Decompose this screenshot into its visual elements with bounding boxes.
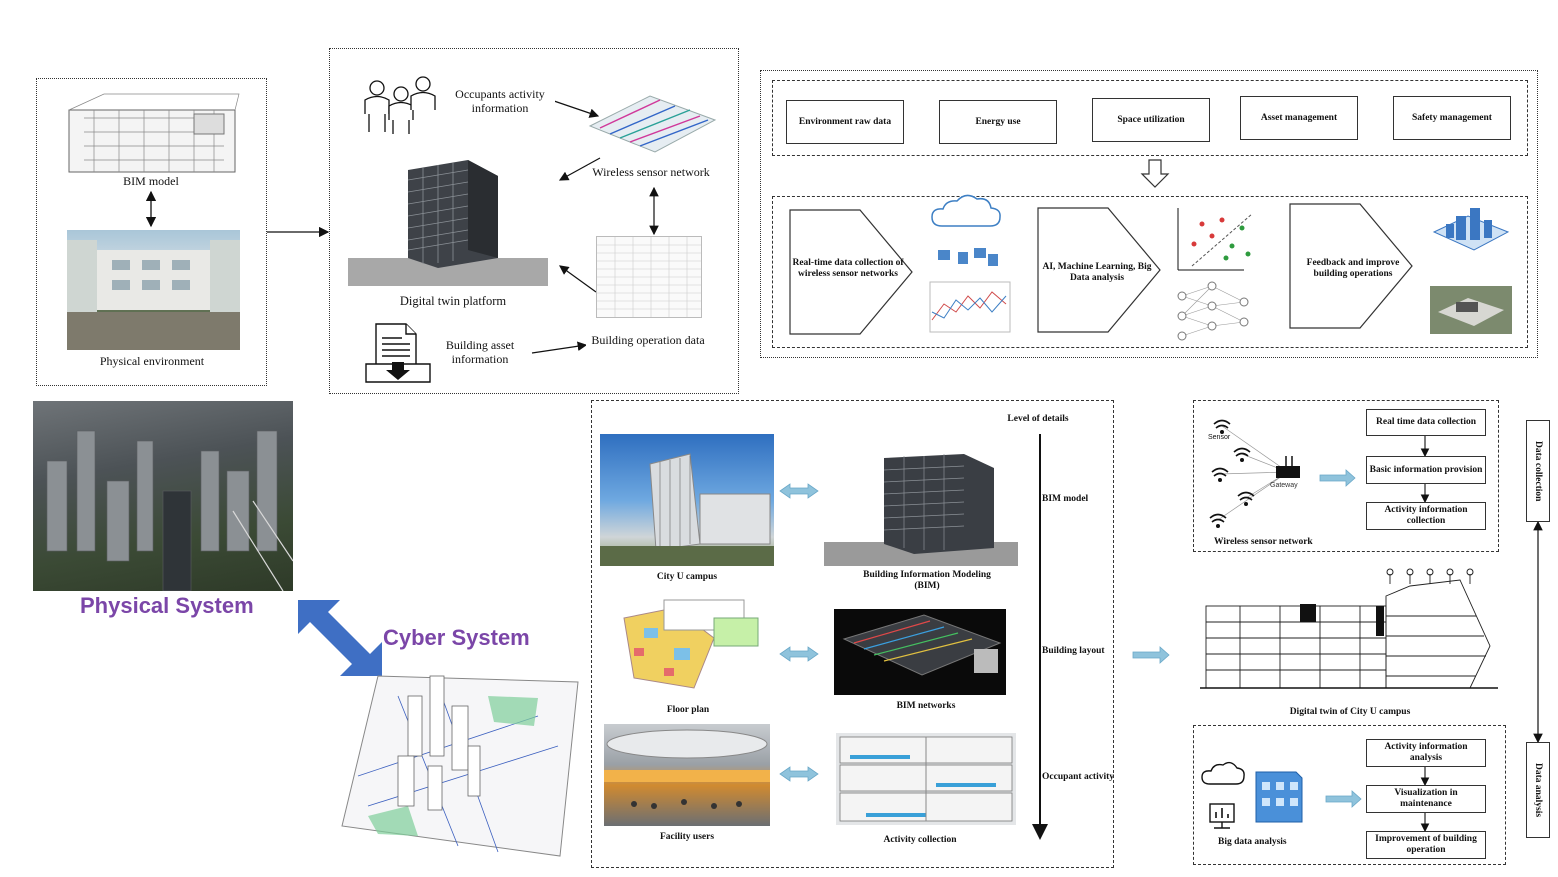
building-asset-label: Building asset information [438, 338, 522, 366]
operation-data-table [596, 236, 702, 318]
caption-activity-collection: Activity collection [883, 835, 957, 845]
data-collection-frame [1193, 400, 1499, 552]
physical-cyber-arrow [298, 600, 382, 676]
facility-users-photo [604, 724, 770, 826]
physical-system-title: Physical System [80, 593, 254, 618]
document-download-icon [364, 322, 432, 384]
step-activity-analysis: Activity information analysis [1366, 739, 1486, 767]
level-bim-model: BIM model [1042, 494, 1089, 504]
category-energy: Energy use [939, 100, 1057, 144]
city-u-campus-photo [600, 434, 774, 566]
step-feedback: Feedback and improve building operations [1306, 258, 1400, 279]
occupants-activity-label: Occupants activity information [445, 87, 555, 115]
sensor-network-model [580, 86, 720, 162]
wireless-sensor-label: Wireless sensor network [588, 165, 714, 179]
big-data-analysis-label: Big data analysis [1218, 837, 1287, 847]
bim-model-sketch [64, 88, 240, 176]
digital-twin-label: Digital twin platform [388, 294, 518, 308]
step-ai-analysis: AI, Machine Learning, Big Data analysis [1042, 262, 1152, 283]
categories-frame [772, 80, 1528, 156]
level-occupant-activity: Occupant activity [1042, 772, 1115, 782]
city-aerial-photo [33, 401, 293, 591]
level-of-details-label: Level of details [1007, 414, 1069, 424]
activity-collection-render [836, 733, 1016, 825]
caption-bim-networks: BIM networks [896, 701, 956, 711]
level-building-layout: Building layout [1042, 646, 1105, 656]
caption-floor-plan: Floor plan [666, 705, 710, 715]
physical-panel [36, 78, 267, 386]
big-data-icons [1200, 760, 1310, 834]
sensor-label: Sensor [1208, 434, 1231, 441]
bim-model-label: BIM model [105, 174, 197, 188]
smart-building-illustration [1428, 202, 1514, 338]
data-analysis-side-label: Data analysis [1526, 742, 1550, 838]
data-collection-side-label: Data collection [1526, 420, 1550, 522]
caption-bim: Building Information Modeling (BIM) [863, 570, 991, 591]
platform-panel [329, 48, 739, 394]
step-visualization: Visualization in maintenance [1366, 785, 1486, 813]
caption-city-u-campus: City U campus [656, 572, 718, 582]
cyber-system-title: Cyber System [383, 625, 530, 650]
cyber-city-model [338, 656, 582, 870]
step-improvement: Improvement of building operation [1366, 831, 1486, 859]
data-analysis-frame [1193, 725, 1506, 865]
step-realtime-collection: Real-time data collection of wireless se… [792, 258, 904, 279]
cloud-sensor-chart-illustration [928, 194, 1012, 334]
step-real-time-collection: Real time data collection [1366, 409, 1486, 436]
workflow-panel [760, 70, 1538, 358]
floor-plan [604, 598, 772, 700]
bim-render [824, 448, 1018, 566]
category-space: Space utilization [1092, 98, 1210, 142]
occupants-icon [357, 74, 437, 136]
ml-network-illustration [1172, 206, 1262, 342]
physical-environment-photo [67, 230, 240, 350]
steps-frame [772, 196, 1528, 348]
building-operation-label: Building operation data [586, 333, 710, 347]
gateway-label: Gateway [1270, 482, 1298, 489]
campus-section-drawing [1200, 566, 1500, 704]
bim-networks-render [834, 609, 1006, 695]
level-of-details-panel [591, 400, 1114, 868]
digital-twin-building-render [348, 146, 548, 286]
step-activity-collection: Activity information collection [1366, 502, 1486, 530]
step-basic-info: Basic information provision [1366, 456, 1486, 484]
category-environment: Environment raw data [786, 100, 904, 144]
physical-environment-label: Physical environment [84, 354, 220, 368]
caption-facility-users: Facility users [659, 832, 715, 842]
category-asset: Asset management [1240, 96, 1358, 140]
category-safety: Safety management [1393, 96, 1511, 140]
sensor-gateway-diagram [1202, 412, 1312, 528]
wireless-sensor-network-label: Wireless sensor network [1214, 537, 1313, 547]
digital-twin-campus-caption: Digital twin of City U campus [1289, 707, 1411, 717]
